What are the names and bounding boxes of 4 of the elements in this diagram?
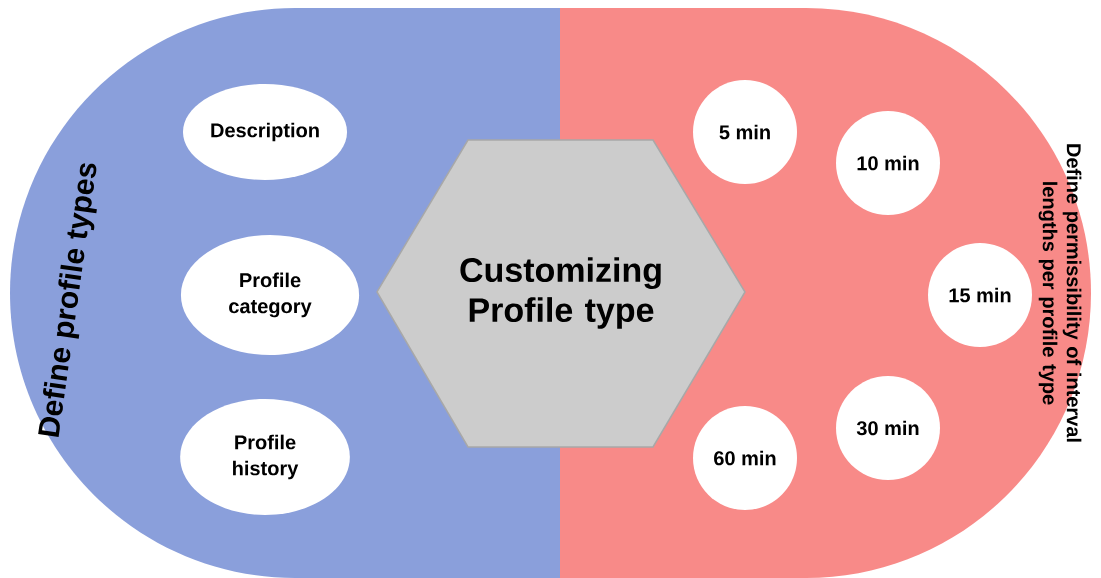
oval: Profile category [180,235,360,355]
hexagon: Customizing Profile type [376,139,746,448]
oval: Description [183,84,348,180]
oval: Profile history [180,399,350,515]
